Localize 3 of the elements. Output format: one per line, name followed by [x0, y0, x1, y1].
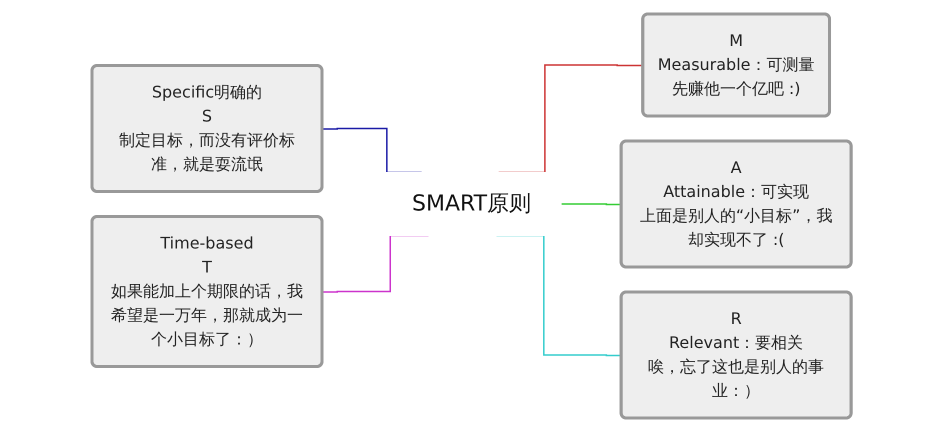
connector [322, 234, 429, 292]
connector [562, 202, 622, 205]
connector [496, 234, 622, 356]
